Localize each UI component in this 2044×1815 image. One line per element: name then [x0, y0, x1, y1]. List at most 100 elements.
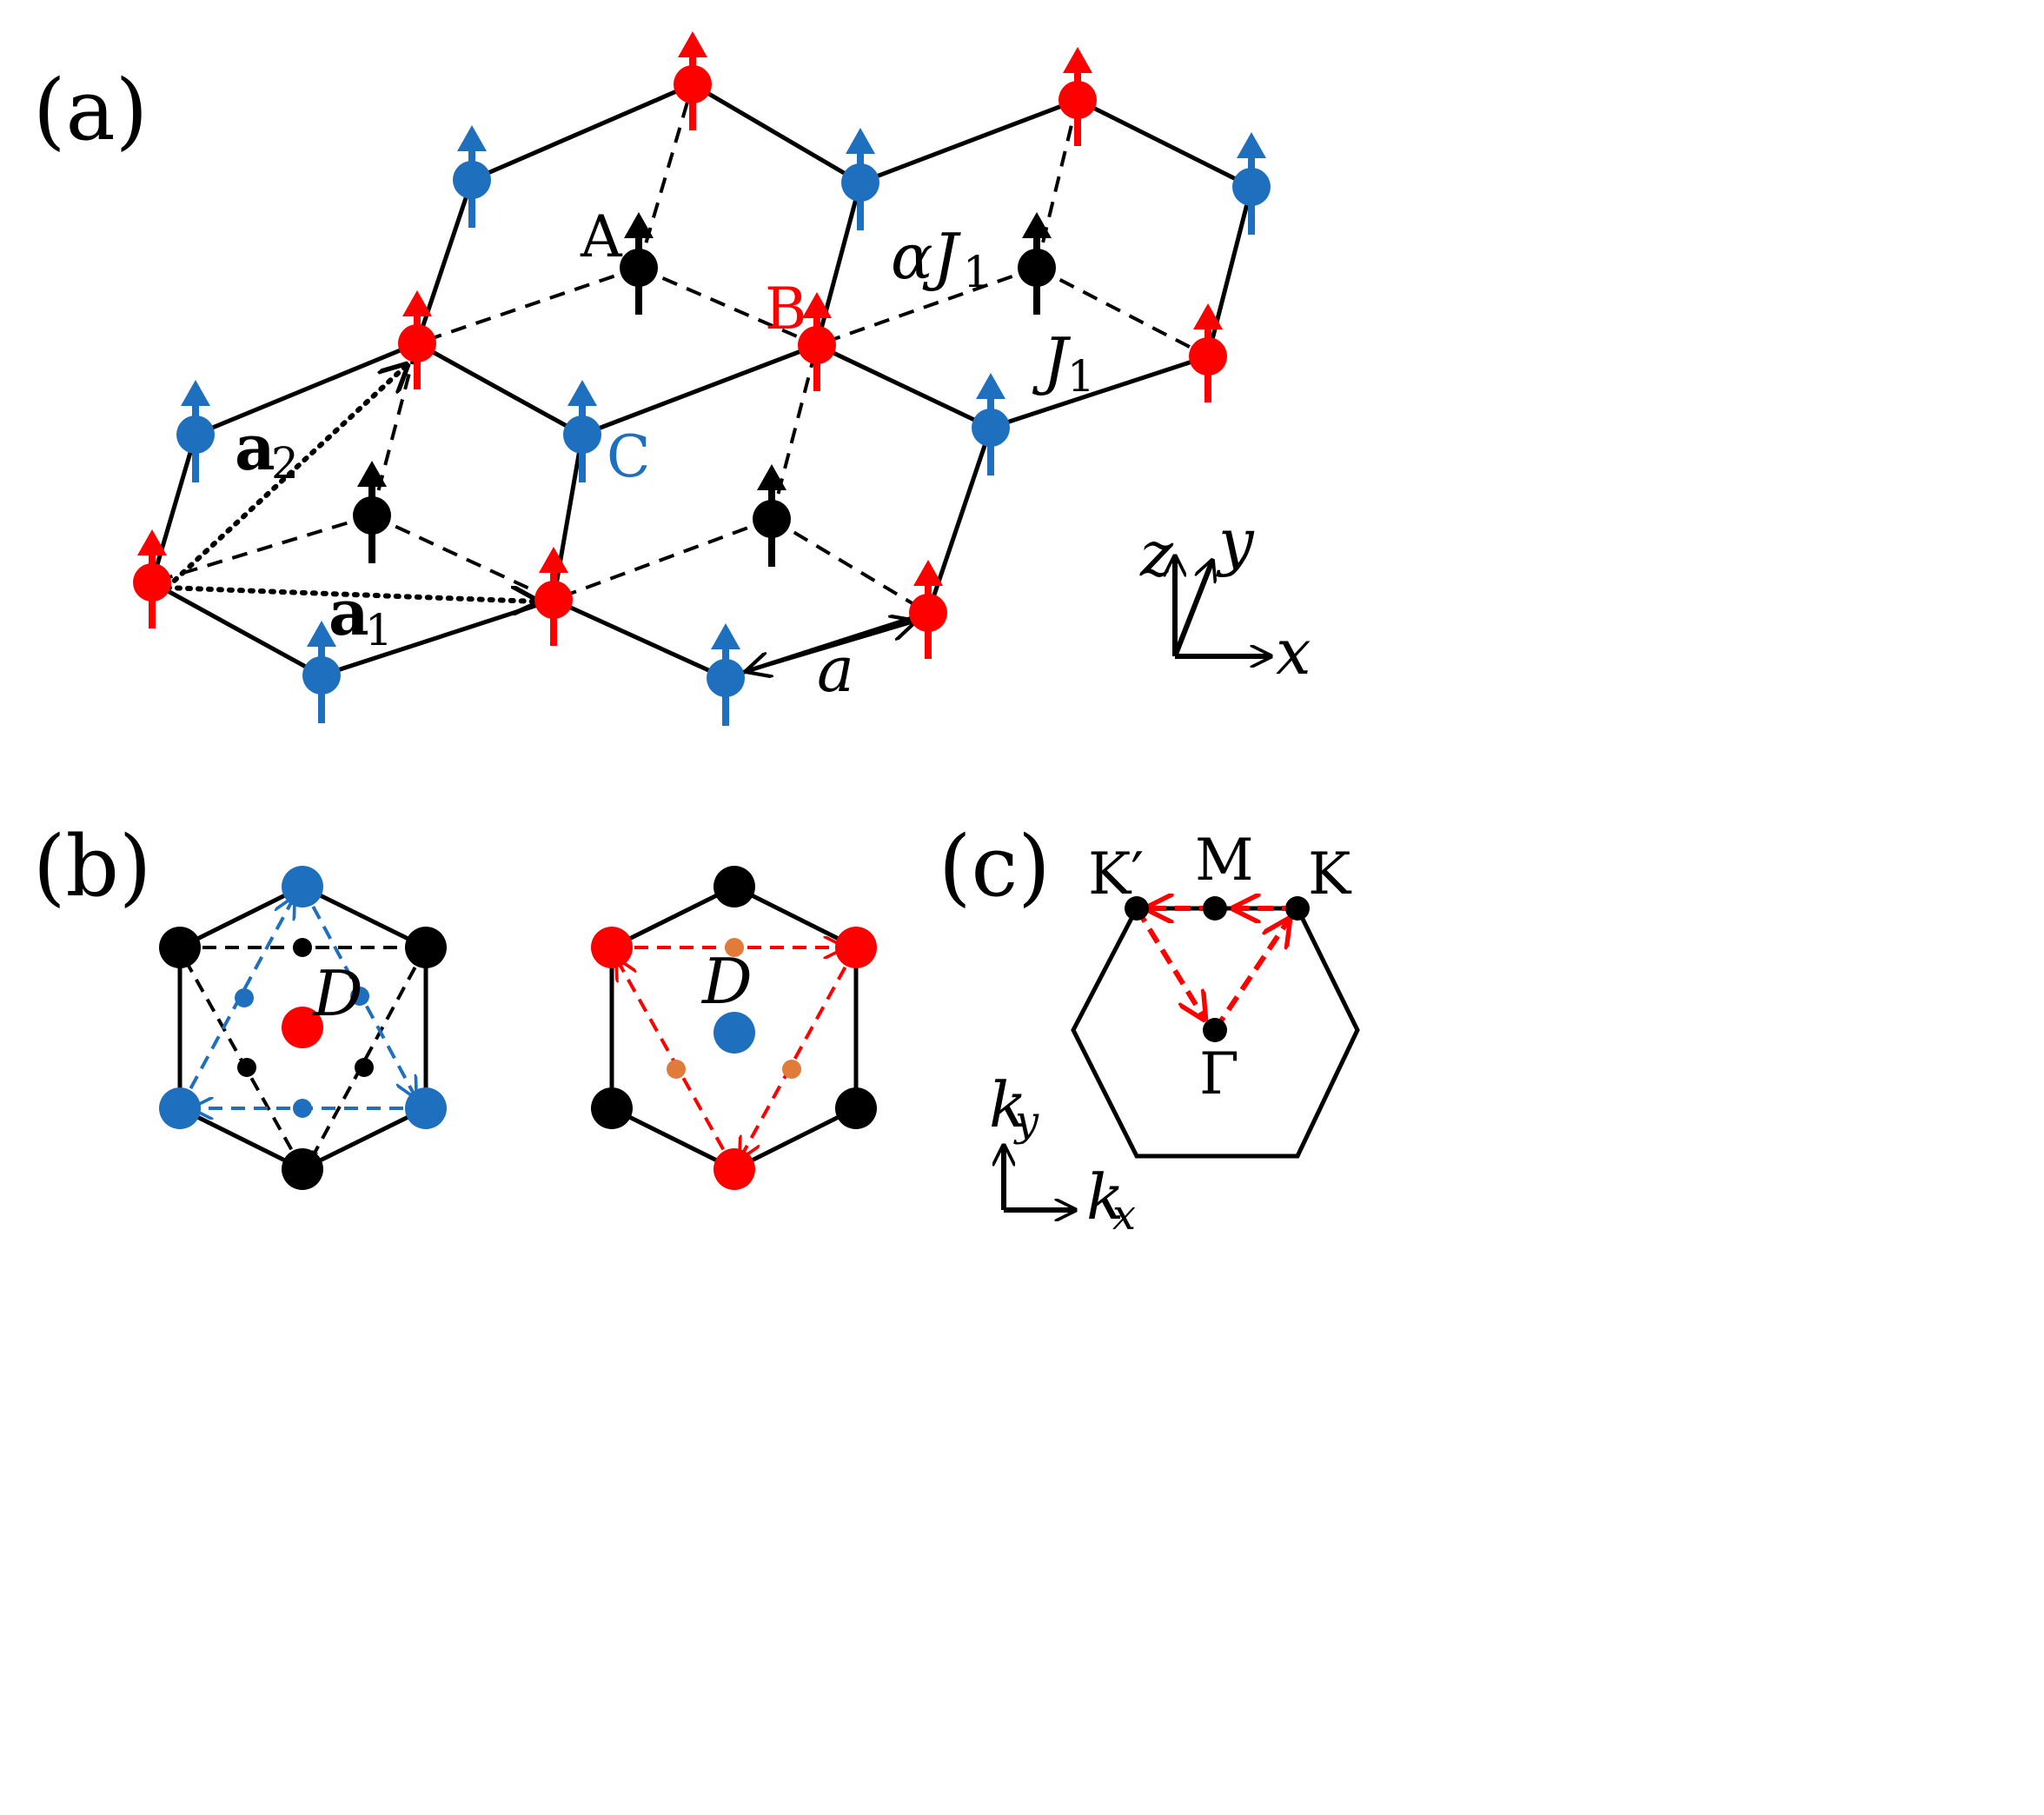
spin-sites — [133, 31, 1271, 726]
site-blue — [972, 373, 1010, 475]
dbond-5 — [816, 266, 1038, 347]
label-kx-main: k — [1086, 1160, 1125, 1233]
bond-v5 — [551, 434, 585, 601]
site-red — [534, 547, 573, 646]
label-alphaj1-sub: 1 — [963, 247, 991, 297]
bond-v2 — [814, 182, 863, 346]
label-M: M — [1195, 827, 1254, 894]
site-blue — [841, 128, 879, 230]
site-black — [159, 927, 201, 968]
dbond-8 — [151, 514, 373, 584]
label-j1-sub: 1 — [1067, 351, 1095, 402]
site-red — [133, 529, 171, 628]
path-Kprime-to-Gamma — [1134, 907, 1204, 1019]
site-blue — [282, 866, 323, 908]
site-red — [398, 290, 436, 389]
site-blue — [302, 621, 341, 723]
axis-y-arrow — [1172, 561, 1212, 658]
label-alphaj1-main: αJ — [891, 220, 962, 293]
axis-x-label: x — [1276, 615, 1311, 688]
site-red — [835, 927, 877, 968]
label-j1-main: J — [1032, 324, 1072, 397]
site-red — [591, 927, 633, 968]
panel-b: (b) — [33, 818, 877, 1190]
site-label-C: C — [607, 423, 651, 490]
point-M — [1203, 896, 1227, 921]
site-black — [282, 1148, 323, 1190]
site-red — [1058, 47, 1097, 146]
label-Kprime: K′ — [1088, 841, 1144, 908]
site-black — [405, 927, 447, 968]
dbond-11 — [553, 517, 773, 602]
site-blue — [453, 125, 491, 228]
site-blue — [563, 380, 601, 482]
panel-b-label: (b) — [33, 818, 151, 915]
site-black — [753, 464, 791, 567]
site-black — [591, 1087, 633, 1129]
dbond-3 — [638, 266, 818, 347]
panel-b-right: D — [591, 866, 877, 1190]
dbond-4 — [1035, 99, 1079, 269]
panel-a-label: (a) — [33, 62, 148, 159]
dbond-6 — [1036, 266, 1209, 358]
point-Gamma — [1203, 1018, 1227, 1042]
label-kx-sub: x — [1112, 1191, 1136, 1240]
dbond-12 — [770, 517, 930, 615]
mid-dot-blue — [293, 1099, 312, 1118]
mid-dot-blue — [350, 987, 369, 1006]
label-a2-main: a — [235, 410, 275, 484]
label-a1-main: a — [328, 575, 369, 649]
site-blue — [707, 623, 745, 726]
label-a1-sub: 1 — [365, 605, 393, 655]
site-red — [909, 560, 947, 659]
mid-dot-orange — [725, 938, 744, 957]
bond-v1 — [415, 179, 474, 344]
path-red-2 — [740, 947, 858, 1158]
site-black — [835, 1087, 877, 1129]
axis-y-label: y — [1216, 505, 1255, 578]
site-red — [798, 292, 836, 391]
site-blue — [405, 1087, 447, 1129]
label-ky-main: k — [989, 1068, 1027, 1141]
mid-dot-black — [293, 938, 312, 957]
label-a2-sub: 2 — [271, 438, 299, 489]
bond-v4 — [149, 434, 198, 583]
site-blue — [159, 1087, 201, 1129]
vector-a2 — [164, 365, 407, 590]
dbond-1 — [637, 83, 694, 269]
site-red — [674, 31, 712, 130]
label-lattice-constant: a — [817, 633, 854, 706]
site-blue — [1232, 132, 1271, 235]
panel-c-label: (c) — [939, 818, 1051, 915]
mid-dot-orange — [782, 1060, 801, 1079]
site-black — [713, 866, 755, 908]
site-black — [353, 461, 391, 563]
vector-a1 — [164, 585, 537, 602]
site-label-B: B — [765, 276, 807, 342]
site-black — [620, 212, 658, 315]
point-K — [1285, 896, 1310, 921]
mid-dot-blue — [235, 988, 254, 1007]
site-label-A: A — [580, 203, 623, 270]
site-red — [713, 1148, 755, 1190]
panel-a: (a) — [33, 31, 1311, 726]
label-K: K — [1308, 841, 1352, 908]
dbond-7 — [370, 342, 419, 516]
axes-xyz — [1175, 556, 1271, 656]
right-D-label: D — [700, 945, 753, 1018]
dbond-2 — [416, 266, 640, 345]
path-Gamma-to-K — [1212, 920, 1289, 1032]
bond-v3 — [1205, 186, 1254, 357]
mid-dot-orange — [667, 1060, 686, 1079]
dbond-9 — [371, 514, 554, 602]
panel-c: (c) K′ M K Γ k y k x — [939, 818, 1360, 1240]
panel-b-left: D — [159, 866, 447, 1190]
label-Gamma: Γ — [1199, 1040, 1239, 1107]
site-black — [1018, 212, 1056, 315]
left-D-label: D — [311, 957, 363, 1030]
site-center-blue — [713, 1012, 755, 1054]
point-Kprime — [1125, 896, 1149, 921]
k-axes — [1004, 1146, 1075, 1210]
site-blue — [176, 380, 215, 482]
